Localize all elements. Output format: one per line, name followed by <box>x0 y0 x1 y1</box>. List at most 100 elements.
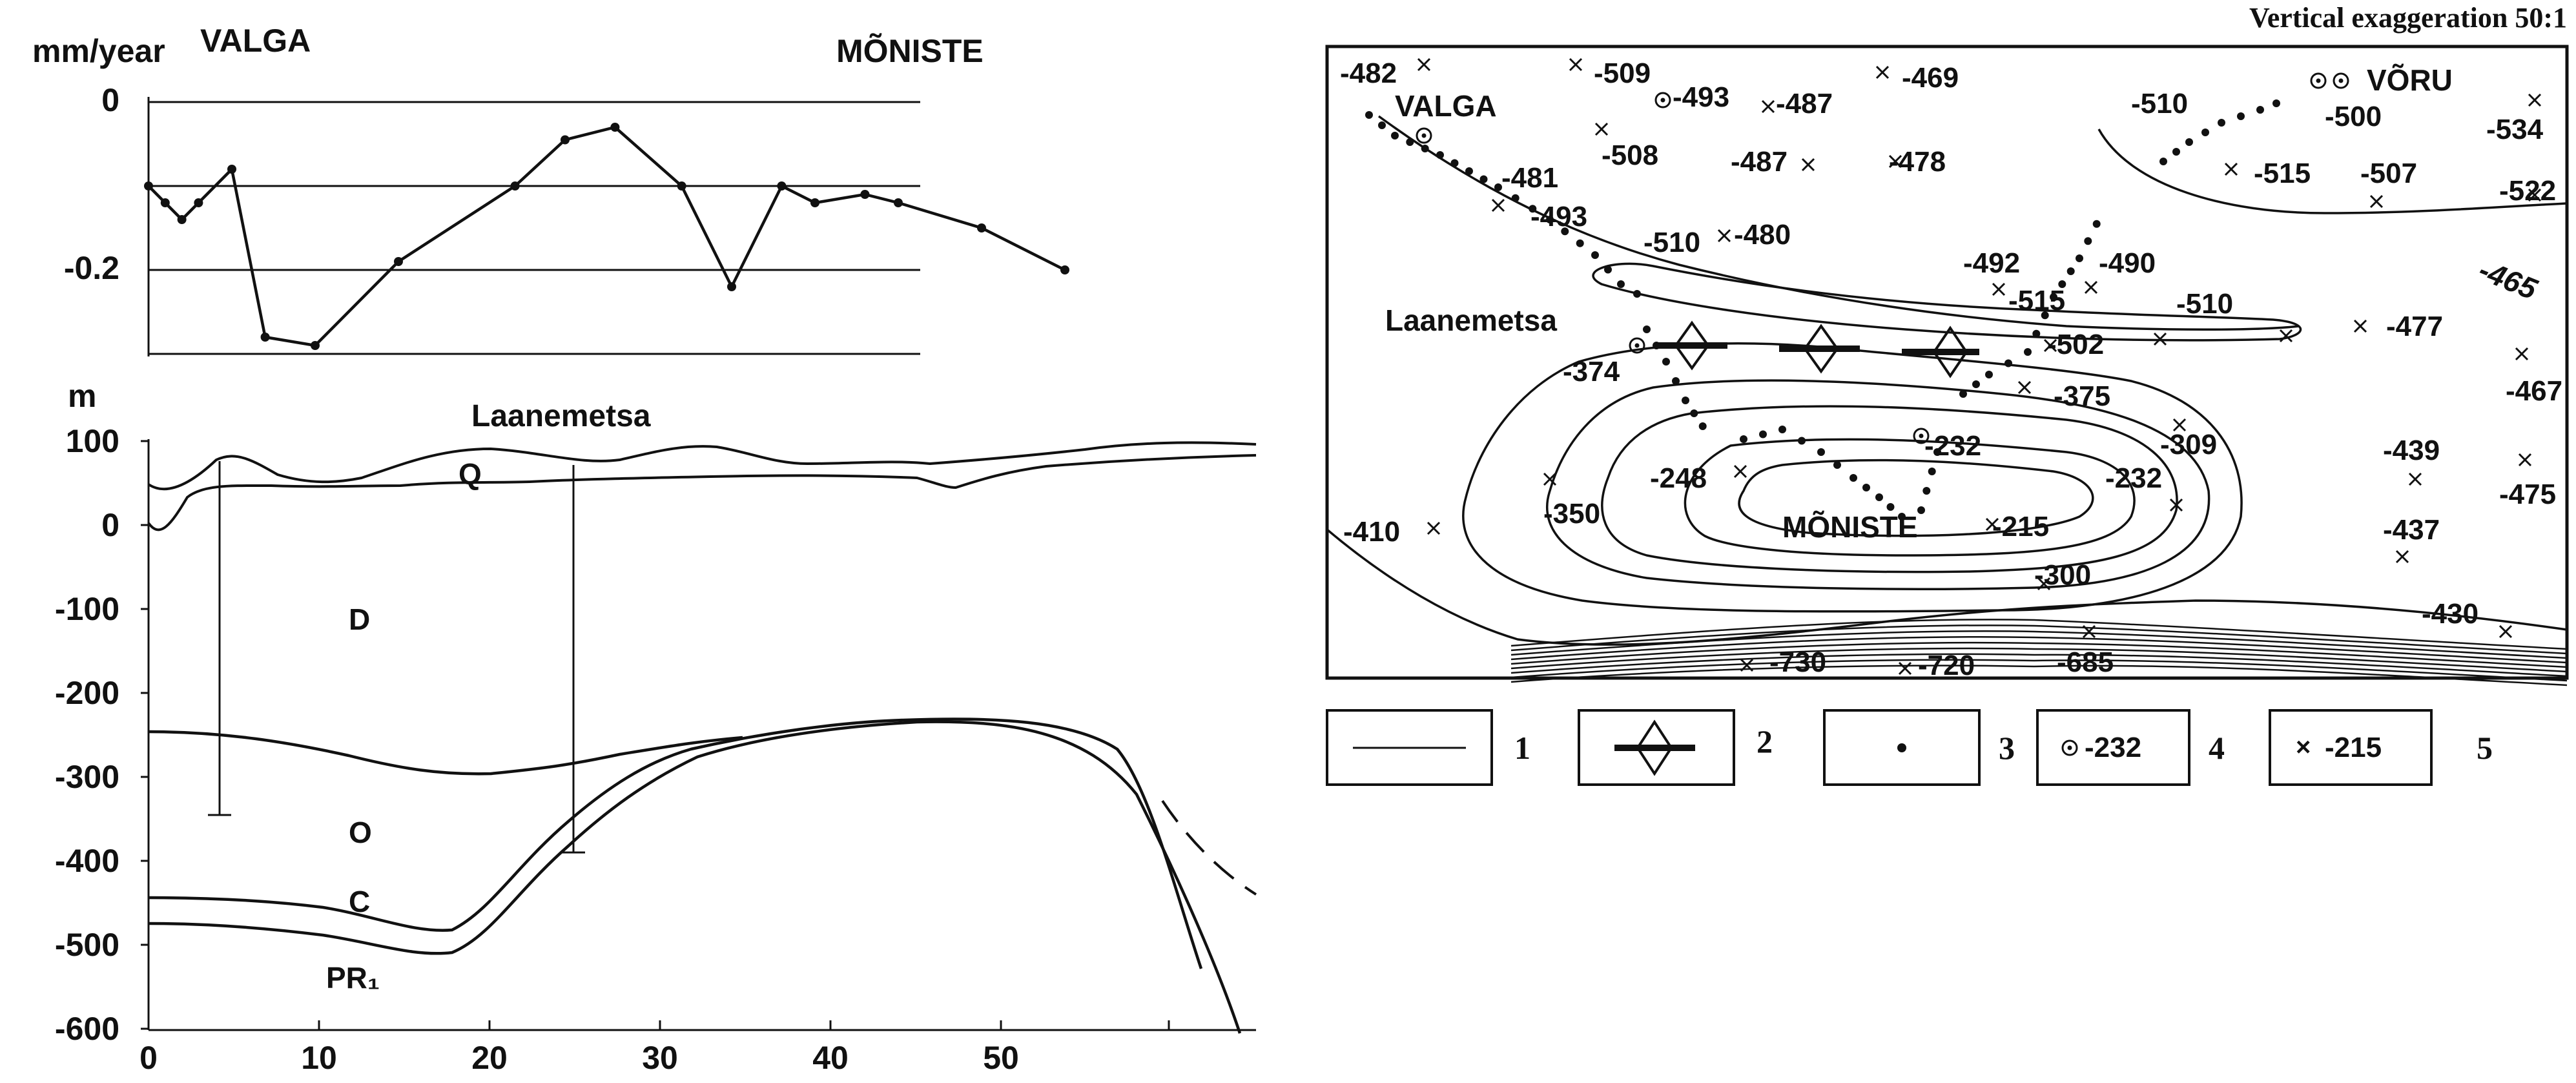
depth-axis-unit: m <box>68 378 96 414</box>
map-value-labels: -482-509-469-493-487-510-500-534-508-487… <box>1340 57 2562 681</box>
map-dot <box>1898 513 1906 521</box>
map-dot <box>2050 293 2057 301</box>
rate-point-15 <box>860 190 870 199</box>
well-cross-marker <box>1740 658 1754 672</box>
well-cross-marker <box>2279 329 2293 343</box>
map-dot <box>1494 183 1502 191</box>
rate-point-9 <box>561 135 570 145</box>
map-value-31: -350 <box>1543 498 1600 530</box>
well-cross-marker <box>1875 65 1890 79</box>
dense-contour-line <box>1510 619 2568 650</box>
map-dot <box>2172 148 2180 156</box>
map-value-34: -410 <box>1343 516 1400 548</box>
well-circle-marker-center <box>2316 78 2321 83</box>
rate-point-18 <box>1060 265 1069 274</box>
map-value-12: -515 <box>2254 158 2311 189</box>
legend-label-4: 4 <box>2209 730 2225 766</box>
well-cross-marker <box>2518 453 2532 467</box>
map-dot <box>2084 237 2092 245</box>
legend-circle-dot-symbol <box>2061 739 2078 756</box>
legend-dot-symbol <box>1897 743 1906 752</box>
well-cross-marker <box>2369 194 2384 209</box>
layer-label-o: O <box>349 816 372 849</box>
map-value-32: -232 <box>2105 462 2162 494</box>
town-laanemetsa: Laanemetsa <box>1385 304 1557 337</box>
map-value-39: -730 <box>1769 646 1826 678</box>
map-dot <box>1928 468 1936 475</box>
map-contours <box>1326 115 2568 646</box>
map-value-0: -482 <box>1340 57 1397 89</box>
dense-contour-line <box>1510 653 2568 677</box>
map-dot <box>1698 422 1707 430</box>
map-dot <box>1875 493 1883 501</box>
depth-tick-label-3: -200 <box>55 675 119 711</box>
rate-point-3 <box>194 198 203 207</box>
well-cross-marker <box>1417 57 1431 72</box>
distance-tick-label-0: 0 <box>139 1040 158 1076</box>
map-dot <box>1662 358 1670 366</box>
rate-point-13 <box>777 181 787 191</box>
town-marker-center <box>2338 78 2344 83</box>
map-dot <box>1617 280 1625 288</box>
map-dotted-lines <box>1365 99 2280 521</box>
well-cross-marker <box>2224 162 2238 176</box>
map-value-15: -493 <box>1530 201 1587 232</box>
map-value-5: -510 <box>2131 88 2188 119</box>
layer-label-q: Q <box>459 457 482 491</box>
map-value-2: -469 <box>1902 62 1959 94</box>
structure-map: Vertical exaggeration 50:1 VALGA VÕRU La… <box>1325 2 2569 686</box>
dense-contour-line <box>1510 630 2568 659</box>
well-circle-marker <box>2310 72 2327 89</box>
ground-surface <box>147 441 1257 491</box>
rate-point-17 <box>977 223 986 232</box>
depth-tick-label-0: 100 <box>66 423 119 459</box>
map-dot <box>1740 435 1747 443</box>
map-dot <box>2058 280 2066 288</box>
rate-point-8 <box>510 181 520 191</box>
map-dot <box>1479 175 1488 183</box>
rate-point-10 <box>610 123 620 132</box>
map-dot <box>1576 239 1584 247</box>
map-value-8: -508 <box>1602 139 1658 171</box>
map-value-17: -480 <box>1734 219 1791 251</box>
map-value-13: -507 <box>2360 158 2417 189</box>
map-value-21: -510 <box>2176 288 2233 320</box>
devonian-base <box>148 730 743 776</box>
map-value-35: -215 <box>1992 511 2049 542</box>
well-cross-marker <box>2169 498 2183 512</box>
town-valga: VALGA <box>1395 89 1497 123</box>
map-dot <box>2218 119 2225 127</box>
map-dot <box>1406 138 1414 146</box>
legend: 1 2 3 -232 4 × -215 5 <box>1326 709 2493 786</box>
distance-tick-label-4: 40 <box>812 1040 849 1076</box>
map-value-30: -439 <box>2383 435 2440 466</box>
map-value-40: -720 <box>1918 650 1975 681</box>
town-marker-center <box>1421 133 1427 138</box>
depth-tick-label-2: -100 <box>55 591 119 627</box>
rate-tick-0: 0 <box>101 82 119 118</box>
distance-tick-label-2: 20 <box>471 1040 508 1076</box>
map-dot <box>1591 251 1599 259</box>
legend-box-5 <box>2269 709 2433 786</box>
map-frame <box>1325 45 2569 680</box>
map-dot <box>1917 506 1925 514</box>
rate-point-5 <box>260 333 270 342</box>
rate-point-7 <box>394 257 403 266</box>
map-value-22: -477 <box>2386 311 2443 342</box>
map-value-1: -509 <box>1594 57 1651 89</box>
well-cross-marker <box>1992 282 2006 296</box>
map-trench-symbols <box>1656 320 1979 378</box>
legend-value-4: -232 <box>2085 732 2141 763</box>
rate-axis-unit: mm/year <box>32 33 165 69</box>
map-dot <box>1653 342 1660 349</box>
well-cross-marker <box>2172 418 2187 432</box>
well-cross-marker <box>2353 319 2367 333</box>
well-circle-marker-center <box>1660 98 1665 103</box>
map-dot <box>1529 205 1537 213</box>
map-value-25: -375 <box>2054 380 2110 412</box>
legend-label-3: 3 <box>1999 730 2015 766</box>
well-cross-marker <box>1898 661 1912 676</box>
map-value-26: -467 <box>2506 375 2562 407</box>
